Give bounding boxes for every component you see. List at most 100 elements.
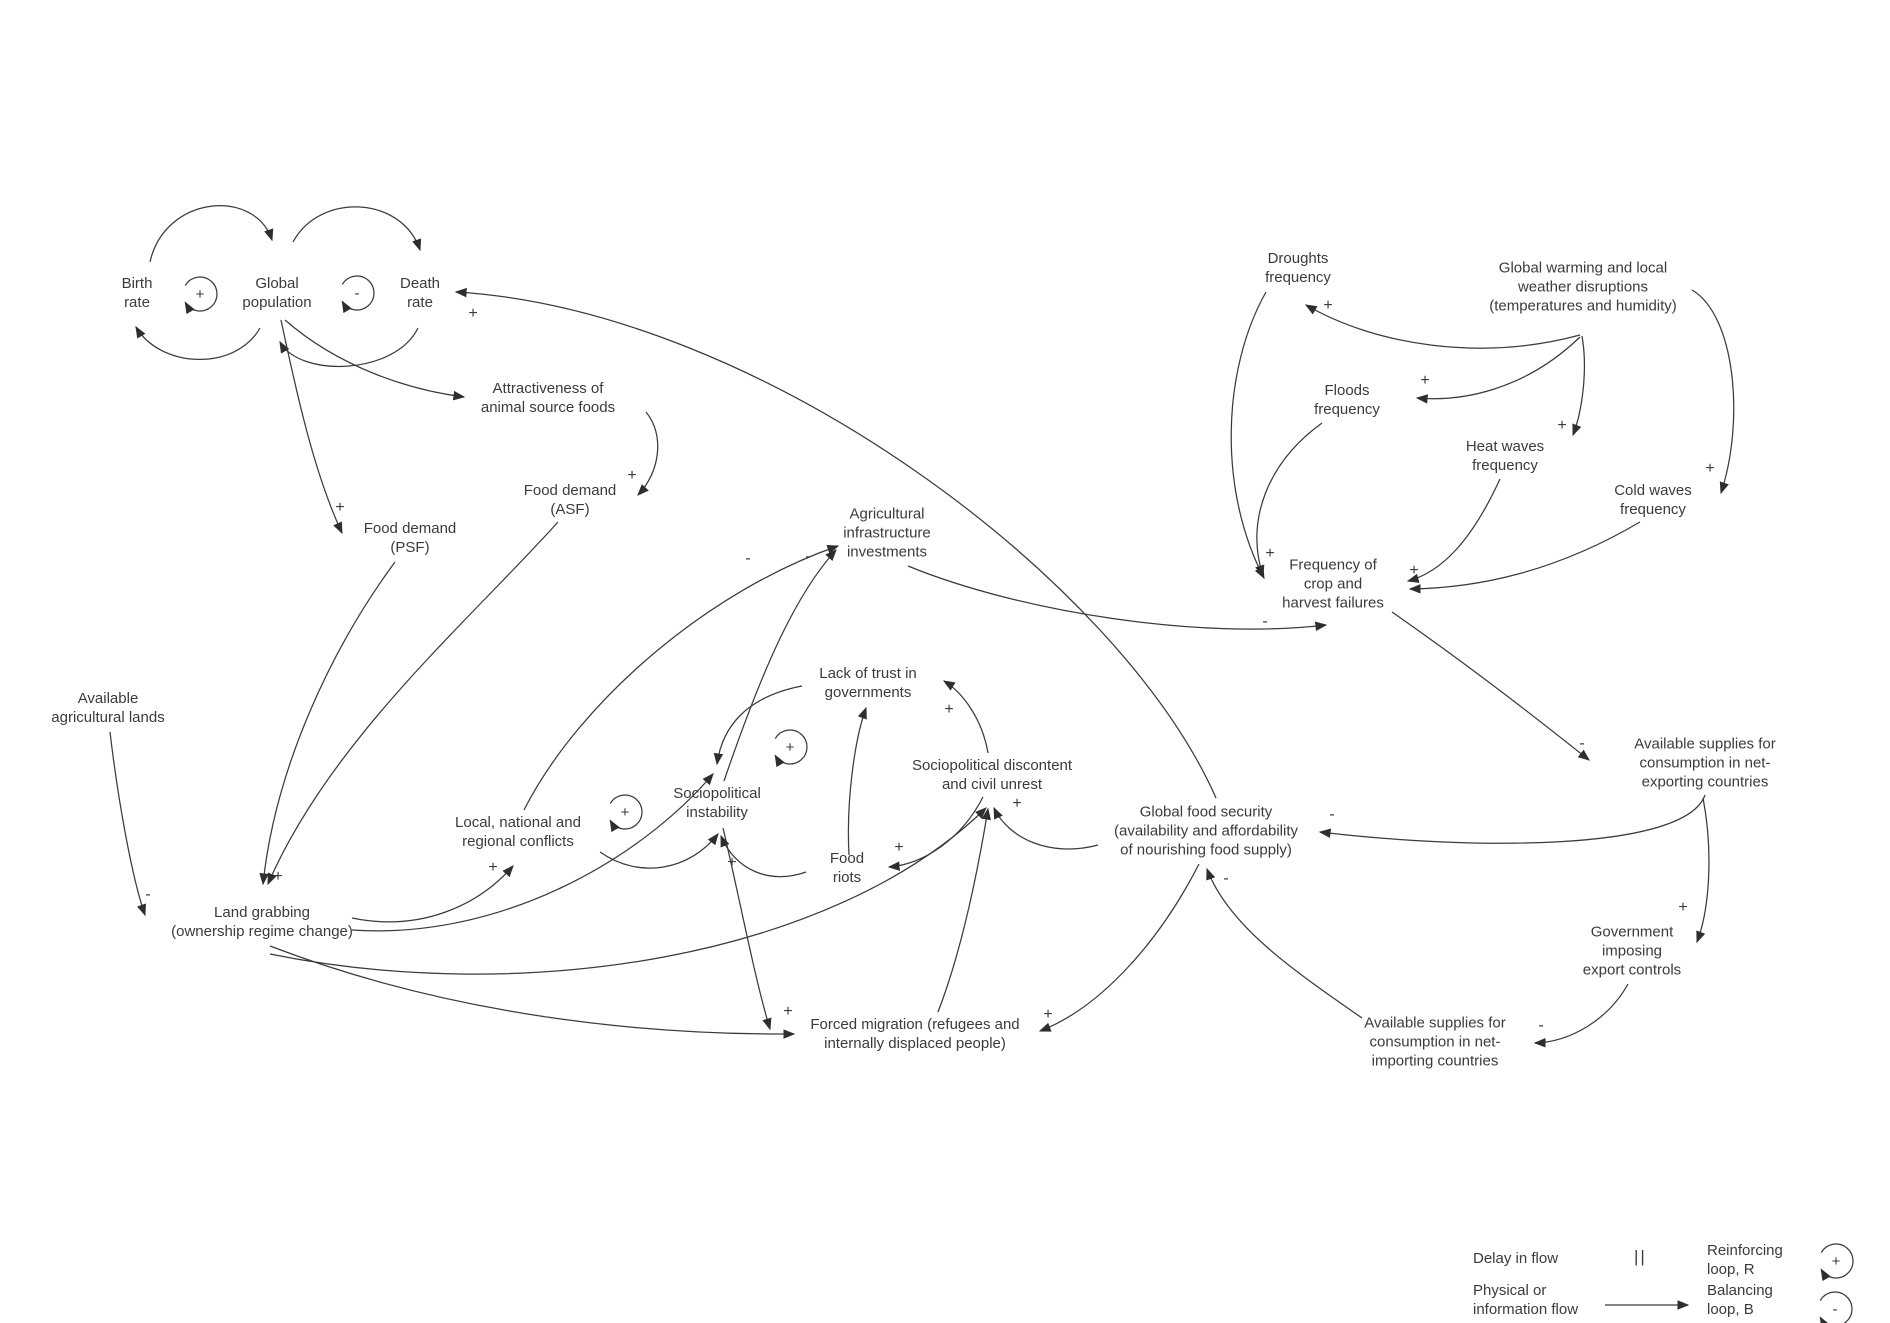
node-droughts-frequency: Droughts frequency bbox=[1265, 250, 1331, 286]
edge-global-warming-to-cold-waves-frequency bbox=[1691, 289, 1735, 495]
node-birth-rate: Birth rate bbox=[121, 275, 153, 311]
edge-government-export-controls-to-supplies-net-importing bbox=[1533, 983, 1629, 1048]
node-food-demand-asf: Food demand (ASF) bbox=[523, 482, 617, 518]
loop-sign-loop-population-birth: + bbox=[196, 286, 205, 303]
polarity-attractiveness-asf-to-food-demand-asf: + bbox=[627, 467, 636, 484]
node-food-riots: Food riots bbox=[829, 850, 865, 886]
edge-food-riots-to-lack-of-trust bbox=[847, 706, 867, 856]
polarity-global-food-security-to-forced-migration: + bbox=[1043, 1006, 1052, 1023]
node-heat-waves-frequency: Heat waves frequency bbox=[1465, 438, 1545, 474]
loop-sign-loop-conflicts-instability: + bbox=[621, 804, 630, 821]
edge-attractiveness-asf-to-food-demand-asf bbox=[637, 411, 659, 496]
node-death-rate: Death rate bbox=[399, 275, 441, 311]
node-global-warming: Global warming and local weather disrupt… bbox=[1489, 259, 1677, 315]
edge-regional-conflicts-to-agricultural-investments bbox=[523, 544, 840, 811]
legend-balancing-label: Balancing loop, B bbox=[1707, 1282, 1773, 1318]
node-global-population: Global population bbox=[242, 275, 312, 311]
node-forced-migration: Forced migration (refugees and internall… bbox=[810, 1016, 1020, 1052]
edge-floods-frequency-to-crop-harvest-failures bbox=[1255, 422, 1323, 578]
edge-global-population-to-attractiveness-asf bbox=[284, 319, 466, 401]
node-floods-frequency: Floods frequency bbox=[1314, 382, 1380, 418]
legend-reinforcing-label: Reinforcing loop, R bbox=[1707, 1242, 1783, 1278]
node-sociopolitical-discontent: Sociopolitical discontent and civil unre… bbox=[911, 757, 1073, 793]
node-land-grabbing: Land grabbing (ownership regime change) bbox=[171, 904, 353, 940]
edge-supplies-net-exporting-to-global-food-security bbox=[1318, 794, 1706, 844]
edge-global-warming-to-droughts-frequency bbox=[1304, 304, 1581, 349]
edge-global-food-security-to-death-rate bbox=[454, 287, 1217, 799]
node-food-demand-psf: Food demand (PSF) bbox=[363, 520, 457, 556]
polarity-global-food-security-to-sociopolitical-discontent: + bbox=[1012, 795, 1021, 812]
edge-supplies-net-exporting-to-government-export-controls bbox=[1696, 797, 1710, 944]
polarity-sociopolitical-instability-to-agricultural-investments: - bbox=[805, 548, 810, 565]
node-global-food-security: Global food security (availability and a… bbox=[1114, 803, 1298, 859]
loop-sign-loop-population-death: - bbox=[355, 285, 360, 302]
loop-sign-legend-balancing-symbol: - bbox=[1833, 1301, 1838, 1318]
edge-cold-waves-frequency-to-crop-harvest-failures bbox=[1408, 521, 1641, 594]
node-supplies-net-importing: Available supplies for consumption in ne… bbox=[1364, 1014, 1506, 1070]
node-attractiveness-asf: Attractiveness of animal source foods bbox=[480, 380, 616, 416]
node-sociopolitical-instability: Sociopolitical instability bbox=[673, 785, 761, 821]
edge-sociopolitical-instability-to-forced-migration bbox=[722, 827, 772, 1031]
polarity-global-warming-to-droughts-frequency: + bbox=[1323, 297, 1332, 314]
node-government-export-controls: Government imposing export controls bbox=[1582, 923, 1682, 979]
edge-forced-migration-to-sociopolitical-discontent bbox=[937, 807, 991, 1013]
edge-land-grabbing-to-regional-conflicts bbox=[351, 865, 514, 923]
polarity-available-agricultural-lands-to-land-grabbing: - bbox=[145, 886, 150, 903]
polarity-global-warming-to-heat-waves-frequency: + bbox=[1557, 417, 1566, 434]
polarity-droughts-frequency-to-crop-harvest-failures: + bbox=[1265, 545, 1274, 562]
polarity-regional-conflicts-to-sociopolitical-instability: + bbox=[727, 854, 736, 871]
legend-flow-label: Physical or information flow bbox=[1473, 1282, 1579, 1318]
edge-heat-waves-frequency-to-crop-harvest-failures bbox=[1406, 478, 1501, 583]
polarity-food-demand-psf-to-land-grabbing: + bbox=[273, 868, 282, 885]
edge-lack-of-trust-to-sociopolitical-instability bbox=[713, 685, 803, 766]
polarity-global-warming-to-cold-waves-frequency: + bbox=[1705, 460, 1714, 477]
edge-food-riots-to-sociopolitical-instability bbox=[720, 834, 807, 878]
balancing-loop-icon-legend-balancing-symbol bbox=[1819, 1291, 1853, 1323]
balancing-loop-icon-loop-population-death bbox=[341, 275, 375, 314]
edge-agricultural-investments-to-crop-harvest-failures bbox=[907, 565, 1328, 631]
edge-sociopolitical-instability-to-agricultural-investments bbox=[723, 549, 837, 782]
polarity-crop-harvest-failures-to-supplies-net-exporting: - bbox=[1579, 735, 1584, 752]
edge-crop-harvest-failures-to-supplies-net-exporting bbox=[1391, 611, 1590, 761]
node-lack-of-trust: Lack of trust in governments bbox=[819, 665, 917, 701]
polarity-regional-conflicts-to-agricultural-investments: - bbox=[745, 550, 750, 567]
edge-food-demand-asf-to-land-grabbing bbox=[267, 521, 559, 886]
reinforcing-loop-icon-loop-conflicts-instability bbox=[609, 794, 643, 833]
edge-land-grabbing-to-forced-migration bbox=[269, 945, 796, 1039]
edge-food-demand-psf-to-land-grabbing bbox=[259, 561, 396, 886]
node-regional-conflicts: Local, national and regional conflicts bbox=[455, 814, 581, 850]
edge-sociopolitical-discontent-to-lack-of-trust bbox=[942, 680, 989, 754]
reinforcing-loop-icon-loop-population-birth bbox=[184, 276, 218, 315]
polarity-global-warming-to-floods-frequency: + bbox=[1420, 372, 1429, 389]
polarity-sociopolitical-discontent-to-food-riots: + bbox=[894, 839, 903, 856]
edge-birth-rate-to-global-population bbox=[149, 205, 274, 263]
edge-global-population-to-birth-rate bbox=[135, 325, 261, 360]
edge-global-warming-to-floods-frequency bbox=[1415, 336, 1581, 404]
edge-global-food-security-to-forced-migration bbox=[1038, 863, 1200, 1032]
edge-global-warming-to-heat-waves-frequency bbox=[1572, 335, 1586, 437]
polarity-government-export-controls-to-supplies-net-importing: - bbox=[1538, 1017, 1543, 1034]
reinforcing-loop-icon-legend-reinforcing-symbol bbox=[1820, 1243, 1854, 1282]
node-cold-waves-frequency: Cold waves frequency bbox=[1614, 482, 1692, 518]
loop-sign-loop-instability-trust: + bbox=[786, 739, 795, 756]
edge-global-population-to-death-rate bbox=[292, 206, 422, 252]
loop-sign-legend-reinforcing-symbol: + bbox=[1832, 1253, 1841, 1270]
edge-sociopolitical-discontent-to-food-riots bbox=[887, 796, 984, 871]
polarity-land-grabbing-to-forced-migration: + bbox=[783, 1003, 792, 1020]
polarity-global-food-security-to-death-rate: + bbox=[468, 305, 477, 322]
edge-supplies-net-importing-to-global-food-security bbox=[1206, 867, 1363, 1019]
polarity-sociopolitical-discontent-to-lack-of-trust: + bbox=[944, 701, 953, 718]
legend-delay-label: Delay in flow bbox=[1473, 1250, 1559, 1267]
polarity-heat-waves-frequency-to-crop-harvest-failures: + bbox=[1409, 562, 1418, 579]
node-agricultural-investments: Agricultural infrastructure investments bbox=[843, 505, 931, 561]
edge-death-rate-to-global-population bbox=[279, 327, 419, 368]
polarity-supplies-net-exporting-to-global-food-security: - bbox=[1329, 806, 1334, 823]
polarity-supplies-net-importing-to-global-food-security: - bbox=[1223, 870, 1228, 887]
edge-regional-conflicts-to-sociopolitical-instability bbox=[599, 833, 719, 869]
edge-global-population-to-food-demand-psf bbox=[280, 319, 343, 535]
node-available-agricultural-lands: Available agricultural lands bbox=[51, 690, 165, 726]
edge-global-food-security-to-sociopolitical-discontent bbox=[993, 806, 1099, 850]
polarity-agricultural-investments-to-crop-harvest-failures: - bbox=[1262, 613, 1267, 630]
